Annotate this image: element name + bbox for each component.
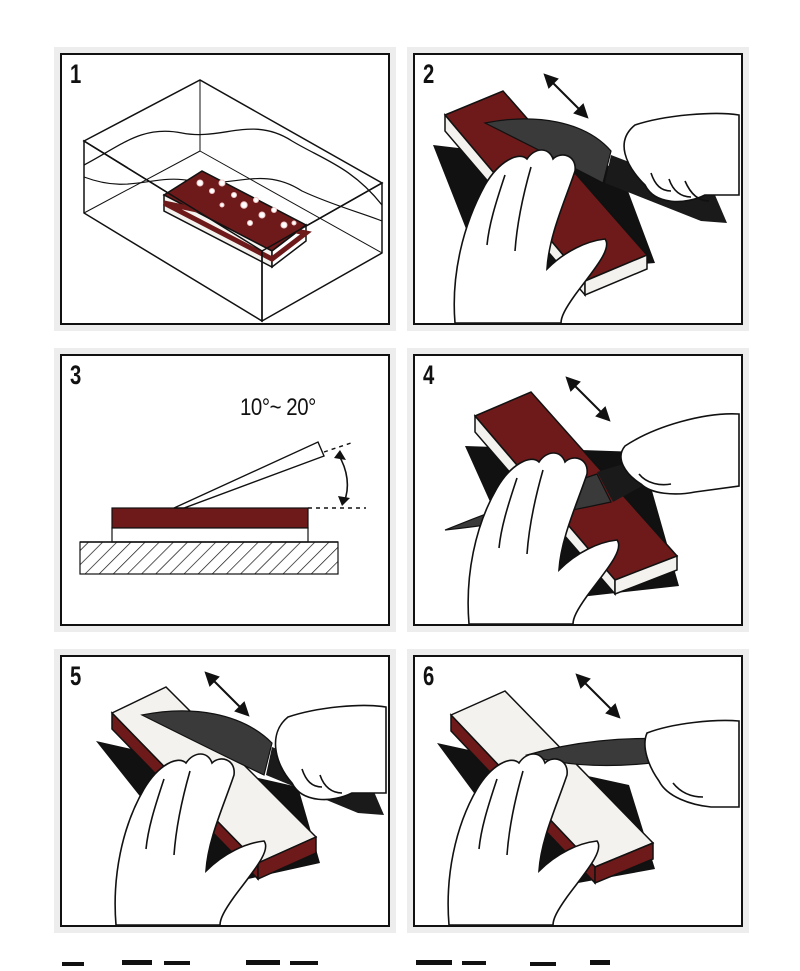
- whetstone-icon: [162, 170, 312, 269]
- angle-diagram: [79, 441, 366, 575]
- step-number: 3: [70, 360, 82, 390]
- knife-icon: [173, 441, 325, 509]
- angle-arc-icon: [337, 453, 349, 503]
- step-number: 4: [423, 360, 435, 390]
- step-number: 1: [70, 59, 82, 89]
- double-arrow-icon: [543, 73, 589, 119]
- sharpening-scene: [96, 671, 387, 925]
- angle-label: 10°~ 20°: [240, 394, 316, 421]
- whetstone-icon: [111, 507, 309, 543]
- hand-icon: [274, 704, 387, 801]
- hand-icon: [620, 413, 740, 495]
- double-arrow-icon: [575, 673, 621, 719]
- hand-icon: [644, 719, 740, 808]
- step-number: 2: [423, 59, 435, 89]
- cropped-caption: [62, 960, 610, 966]
- hand-icon: [114, 753, 267, 925]
- sharpening-scene: [437, 673, 740, 925]
- step-4-panel: 4: [413, 354, 743, 626]
- hand-icon: [453, 149, 608, 323]
- step-3-panel: 3 10°~ 20°: [60, 354, 390, 626]
- sharpening-scene: [433, 73, 740, 323]
- water-bath-icon: [82, 79, 384, 323]
- step-number: 6: [423, 661, 435, 691]
- base-block: [79, 541, 339, 575]
- step-number: 5: [70, 661, 82, 691]
- step-5-panel: 5: [60, 655, 390, 927]
- step-1-panel: 1: [60, 53, 390, 325]
- step-6-panel: 6: [413, 655, 743, 927]
- hand-icon: [447, 753, 600, 925]
- hand-icon: [467, 452, 620, 624]
- double-arrow-icon: [565, 376, 611, 422]
- double-arrow-icon: [204, 671, 250, 717]
- hand-icon: [623, 112, 740, 203]
- sharpening-scene: [444, 376, 740, 624]
- step-2-panel: 2: [413, 53, 743, 325]
